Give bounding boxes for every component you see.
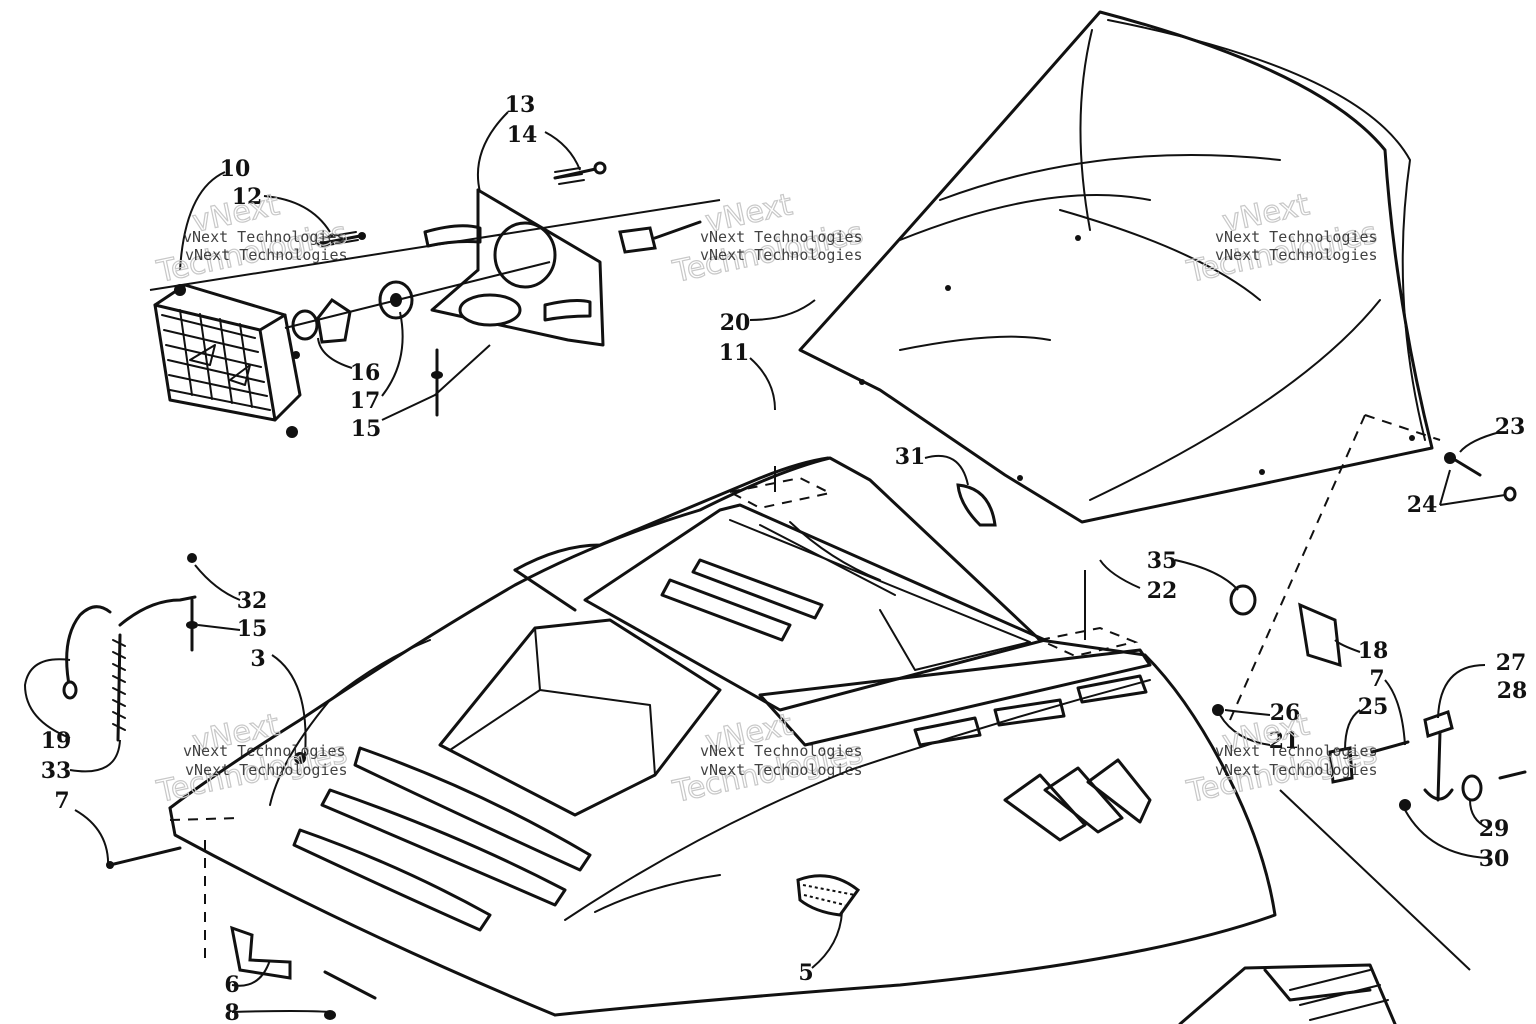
callout-7-left: 7 [54, 788, 69, 814]
callout-18: 18 [1358, 638, 1389, 664]
callout-24: 24 [1407, 492, 1438, 518]
svg-text:vNext Technologies: vNext Technologies [185, 246, 348, 264]
callout-32: 32 [237, 588, 268, 614]
callout-6: 6 [224, 972, 239, 998]
callout-25: 25 [1358, 694, 1389, 720]
headlight-axis-mid [284, 261, 551, 329]
callout-8: 8 [224, 1000, 239, 1024]
callout-17: 17 [350, 388, 381, 414]
callout-16: 16 [350, 360, 381, 386]
callout-5: 5 [798, 960, 813, 986]
callout-33: 33 [41, 758, 72, 784]
callout-26: 26 [1270, 700, 1301, 726]
callout-30: 30 [1479, 846, 1510, 872]
svg-text:vNext Technologies: vNext Technologies [1215, 761, 1378, 779]
windshield [798, 10, 1434, 524]
decal-zone-11 [727, 476, 833, 510]
svg-text:vNext Technologies: vNext Technologies [185, 761, 348, 779]
svg-text:vNext Technologies: vNext Technologies [183, 228, 346, 246]
callout-21: 21 [1269, 728, 1300, 754]
hood [168, 456, 1397, 1024]
callout-15-top: 15 [351, 416, 382, 442]
watermark-top-right: vNext Technologies vNext Technologies vN… [1183, 187, 1381, 291]
svg-text:vNext Technologies: vNext Technologies [700, 246, 863, 264]
leader-lines [23, 111, 1506, 1013]
svg-text:vNext Technologies: vNext Technologies [1215, 246, 1378, 264]
headlight-axis-top [149, 199, 721, 291]
svg-text:vNext Technologies: vNext Technologies [1215, 228, 1378, 246]
hood-centerline [1279, 789, 1471, 971]
callout-31: 31 [895, 444, 926, 470]
callout-labels: 10 12 13 14 16 17 15 20 11 31 23 24 35 2… [41, 92, 1528, 1024]
callout-12: 12 [232, 184, 263, 210]
callout-14: 14 [507, 122, 538, 148]
callout-20: 20 [720, 310, 751, 336]
callout-10: 10 [220, 156, 251, 182]
callout-29: 29 [1479, 816, 1510, 842]
svg-text:vNext Technologies: vNext Technologies [700, 742, 863, 760]
callout-28: 28 [1497, 678, 1528, 704]
windshield-mount-line [1229, 414, 1366, 721]
svg-text:vNext Technologies: vNext Technologies [700, 761, 863, 779]
hood-latch-hardware [956, 452, 1527, 811]
callout-15-left: 15 [237, 616, 268, 642]
callout-23: 23 [1495, 414, 1526, 440]
svg-text:vNext Technologies: vNext Technologies [1215, 742, 1378, 760]
callout-11: 11 [719, 340, 750, 366]
watermark-bottom-left: vNext Technologies vNext Technologies vN… [153, 707, 351, 811]
front-hardware [106, 846, 377, 1020]
callout-35: 35 [1147, 548, 1178, 574]
svg-text:vNext Technologies: vNext Technologies [700, 228, 863, 246]
decal-zone-22 [1036, 626, 1139, 658]
windshield-mount-line-right [1364, 414, 1441, 441]
watermark-bottom-center: vNext Technologies vNext Technologies vN… [669, 707, 867, 811]
callout-13: 13 [505, 92, 536, 118]
callout-3: 3 [250, 646, 265, 672]
callout-27: 27 [1496, 650, 1527, 676]
svg-text:vNext Technologies: vNext Technologies [183, 742, 346, 760]
wiring-harness [62, 553, 306, 764]
callout-7-right: 7 [1369, 666, 1384, 692]
callout-22: 22 [1147, 578, 1178, 604]
callout-19: 19 [41, 728, 72, 754]
